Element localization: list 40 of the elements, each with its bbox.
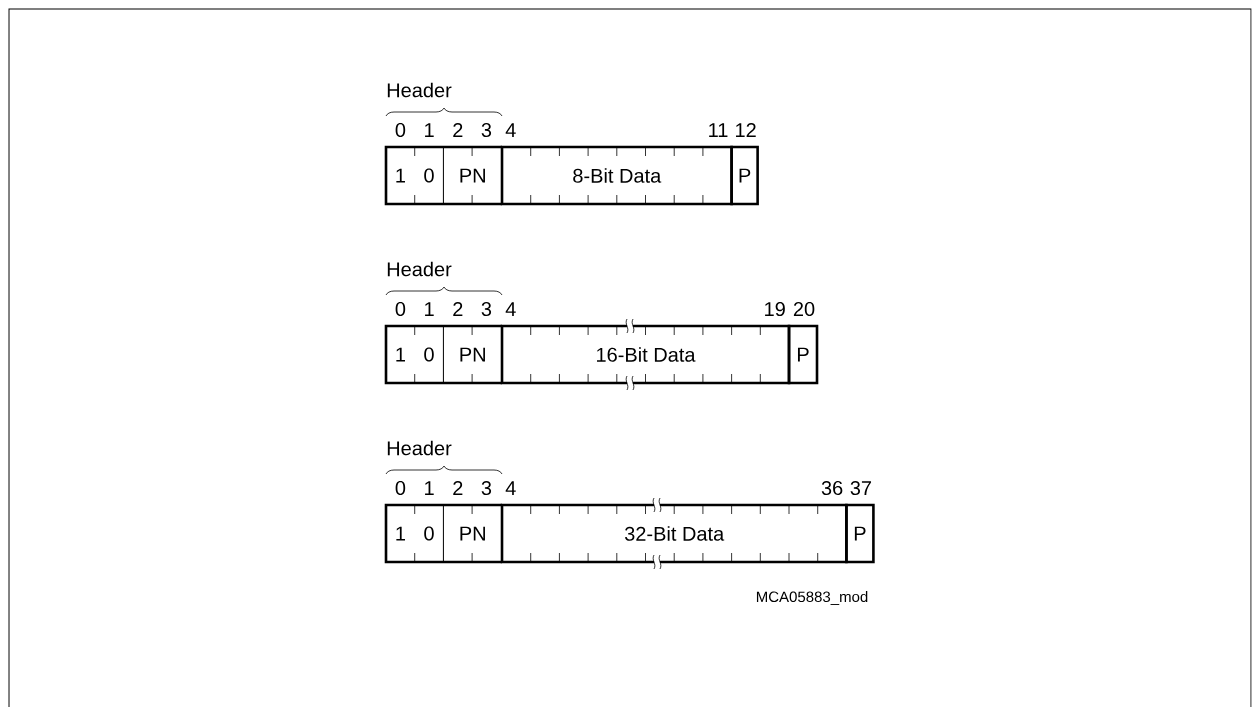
header-label: Header (387, 261, 452, 277)
bit-number: 20 (793, 301, 815, 317)
bit-number: 0 (395, 301, 406, 317)
bit-number: 4 (505, 123, 516, 137)
figure-code: MCA05883_mod (756, 591, 868, 605)
bit-number: 1 (425, 481, 434, 495)
field-box: 8-Bit Data (500, 145, 733, 206)
field-box: 32-Bit Data (500, 503, 848, 564)
bit-number: 11 (709, 123, 728, 137)
bit-number: 12 (736, 123, 756, 137)
bit-number: 3 (481, 122, 492, 138)
field-box: P (787, 324, 819, 385)
bit-number: 2 (453, 123, 463, 137)
bit-number: 1 (425, 302, 434, 316)
bit-number: 37 (850, 480, 871, 496)
bit-number: 36 (821, 480, 843, 496)
bit-number: 0 (395, 122, 406, 138)
field-box: 16-Bit Data (500, 324, 791, 385)
bit-number: 3 (481, 301, 492, 317)
bit-value: 1 (396, 526, 405, 541)
field-box: P (730, 145, 759, 206)
header-label: Header (387, 440, 452, 456)
bit-value: 1 (396, 347, 405, 362)
field-box: PN (442, 146, 503, 205)
bit-value: 1 (396, 168, 405, 183)
field-box: P (845, 503, 875, 564)
bit-number: 4 (505, 481, 516, 495)
bit-number: 2 (453, 481, 463, 495)
field-box: PN (442, 504, 503, 563)
field-box: PN (442, 325, 503, 384)
bit-number: 1 (425, 123, 434, 137)
bit-number: 2 (453, 302, 463, 316)
bit-value: 0 (424, 168, 434, 183)
bit-number: 0 (395, 480, 406, 496)
header-label: Header (387, 82, 452, 98)
bit-number: 4 (505, 302, 516, 316)
bit-value: 0 (424, 347, 434, 362)
bit-value: 0 (424, 526, 434, 541)
bit-number: 3 (481, 480, 492, 496)
bit-number: 19 (765, 301, 785, 317)
